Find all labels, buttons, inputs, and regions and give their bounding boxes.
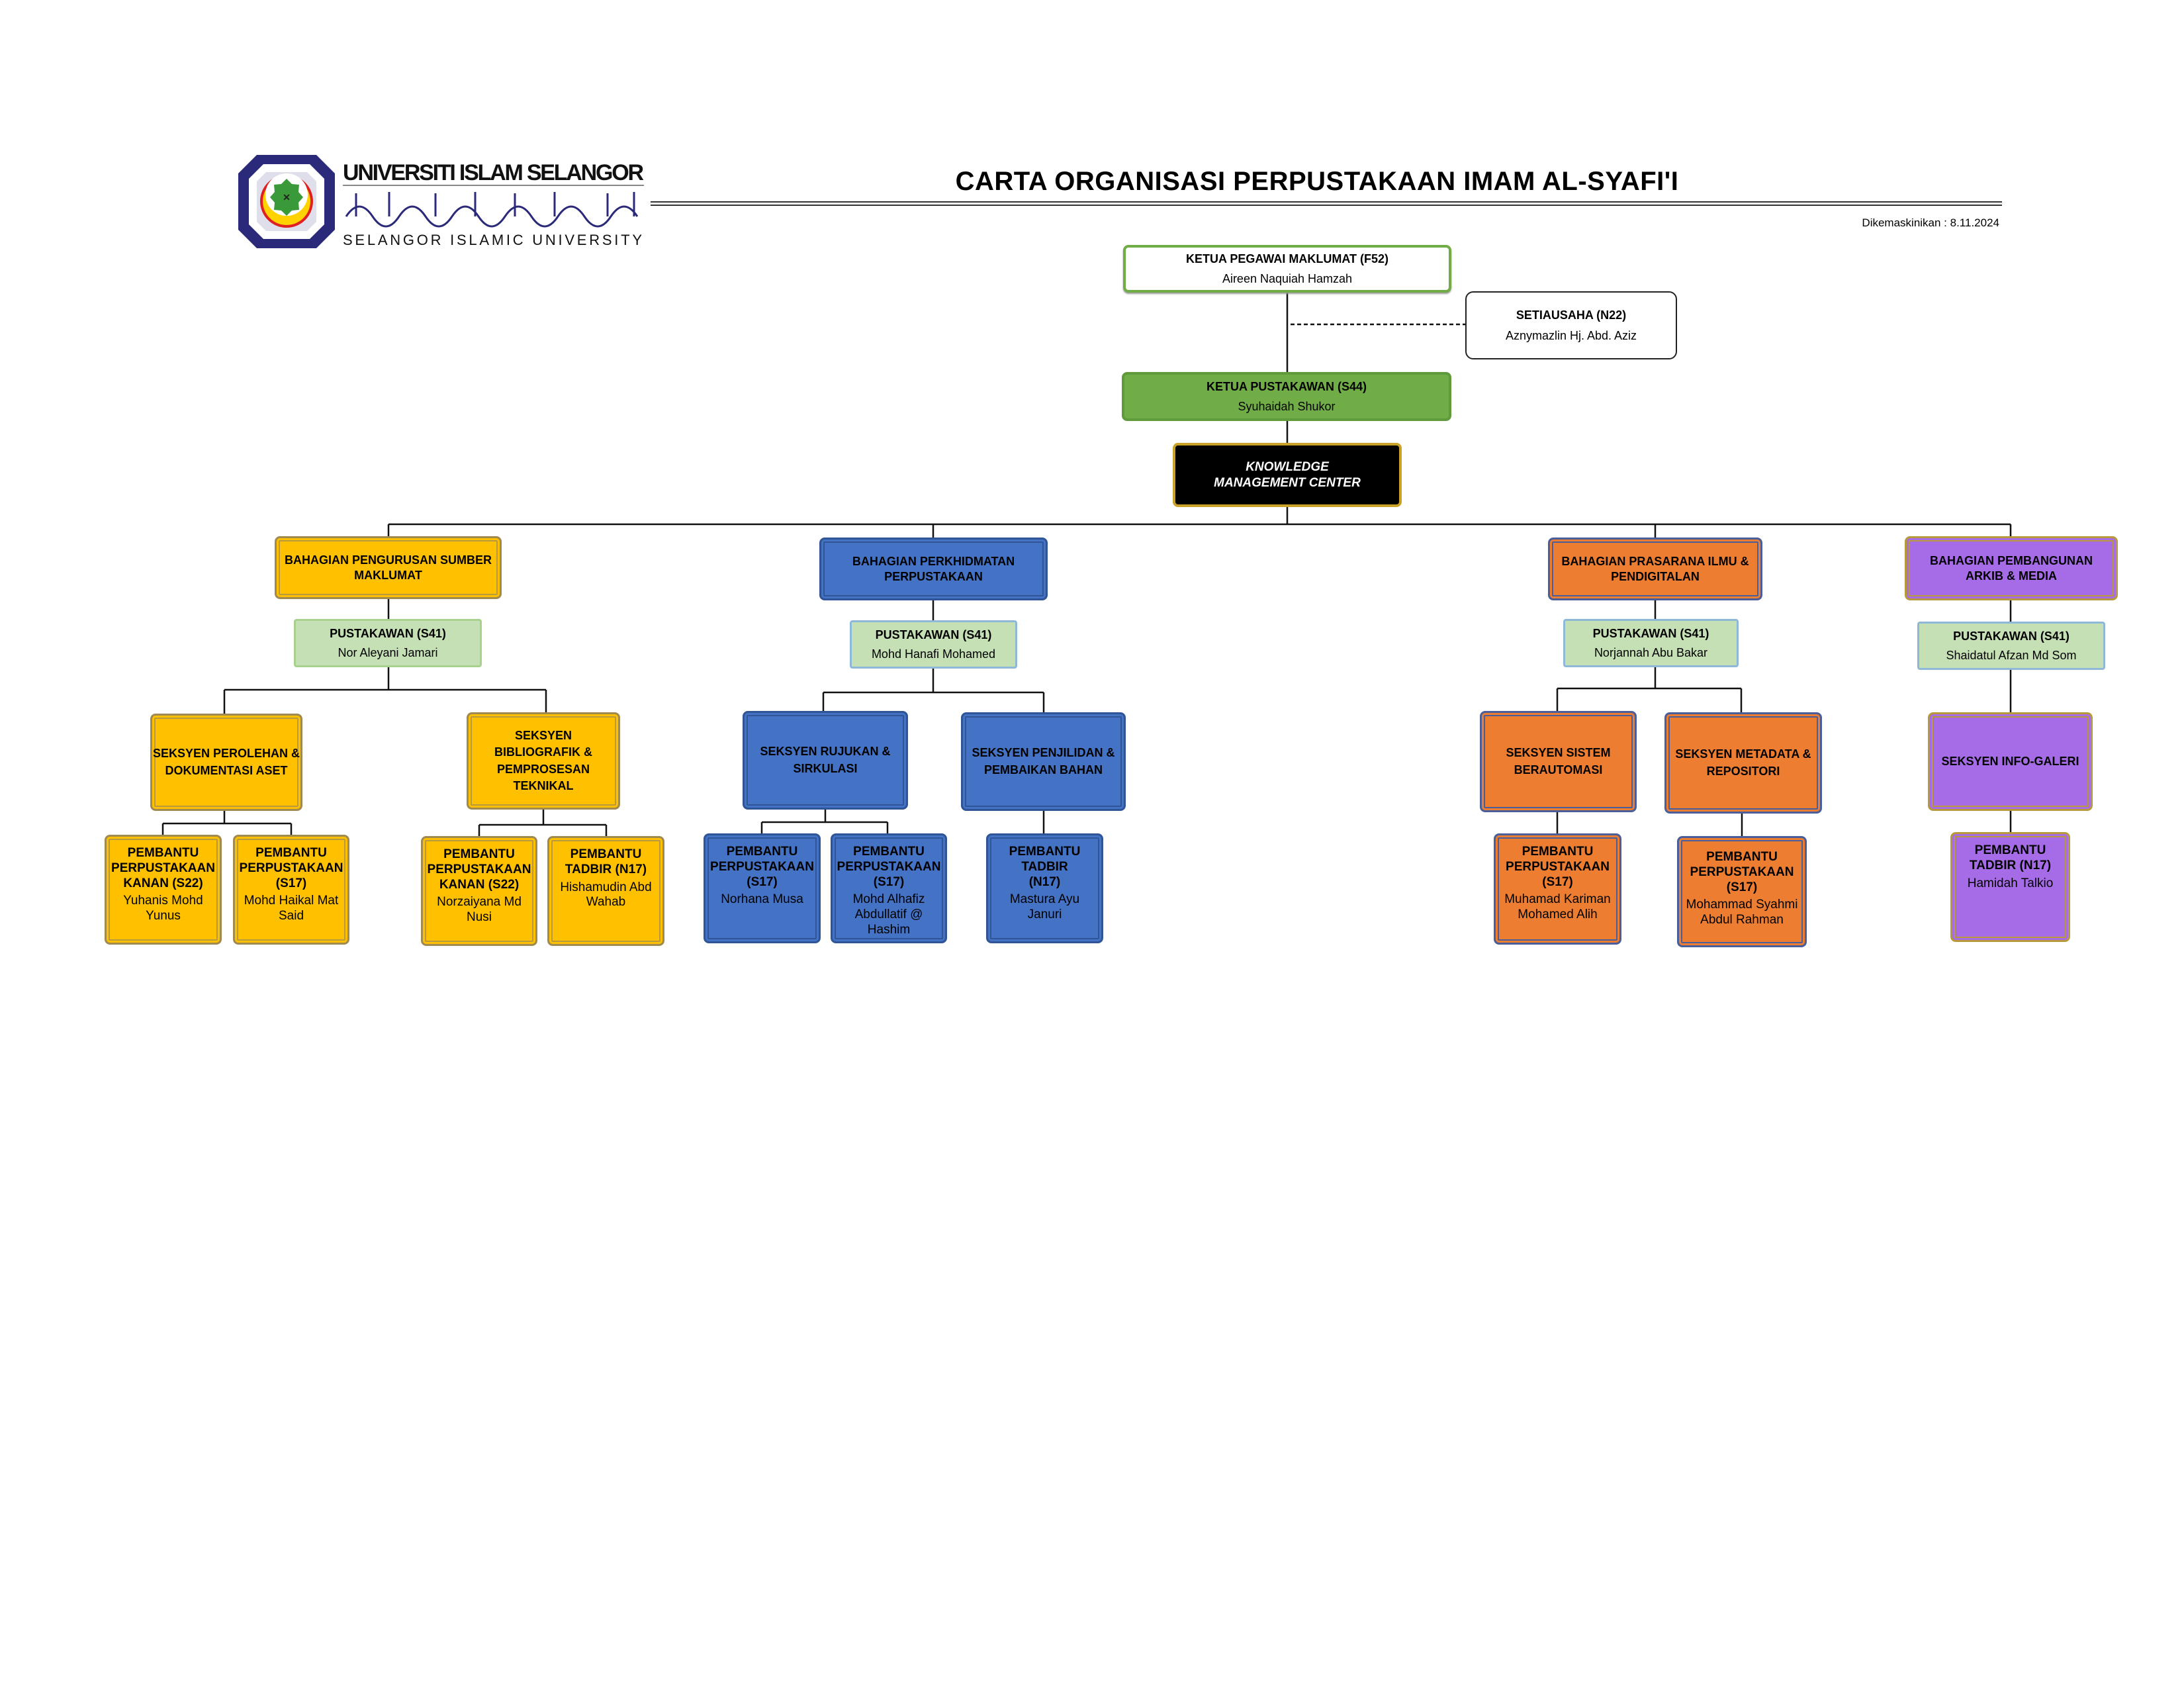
node-title: PUSTAKAWAN (S41) xyxy=(1953,630,2070,643)
node-name: Hishamudin Abd Wahab xyxy=(560,880,652,910)
staff-node[interactable]: PEMBANTU PERPUSTAKAAN (S17) Norhana Musa xyxy=(704,833,821,943)
staff-node[interactable]: PEMBANTU TADBIR (N17)Mastura Ayu Januri xyxy=(986,833,1103,943)
division-pengurusan-sumber[interactable]: BAHAGIAN PENGURUSAN SUMBER MAKLUMAT xyxy=(275,536,502,599)
node-title: BAHAGIAN PENGURUSAN SUMBER MAKLUMAT xyxy=(284,553,492,582)
node-name: Mohd Hanafi Mohamed xyxy=(871,647,996,661)
node-title: PEMBANTU PERPUSTAKAAN (S17) xyxy=(1690,850,1794,894)
node-title: SEKSYEN PENJILIDAN & PEMBAIKAN BAHAN xyxy=(972,746,1115,776)
node-name: Norjannah Abu Bakar xyxy=(1594,645,1708,659)
university-logo: ✕ UNIVERSITI ISLAM SELANGOR SELANGOR ISL… xyxy=(237,154,647,250)
title-divider xyxy=(651,201,2002,206)
node-knowledge-management-center[interactable]: KNOWLEDGE MANAGEMENT CENTER xyxy=(1173,443,1402,507)
node-title: KETUA PEGAWAI MAKLUMAT (F52) xyxy=(1186,252,1388,265)
node-name: Shaidatul Afzan Md Som xyxy=(1946,648,2077,662)
node-title: PEMBANTU TADBIR (N17) xyxy=(1009,845,1081,889)
node-title: BAHAGIAN PEMBANGUNAN ARKIB & MEDIA xyxy=(1930,554,2093,583)
node-title: SEKSYEN INFO-GALERI xyxy=(1941,754,2079,768)
logo-name-en: SELANGOR ISLAMIC UNIVERSITY xyxy=(343,232,644,248)
staff-node[interactable]: PEMBANTU PERPUSTAKAAN (S17) Mohammad Syah… xyxy=(1677,836,1807,947)
node-name: Aznymazlin Hj. Abd. Aziz xyxy=(1505,328,1637,342)
node-title: KNOWLEDGE MANAGEMENT CENTER xyxy=(1214,459,1361,490)
node-title: PEMBANTU PERPUSTAKAAN KANAN (S22) xyxy=(427,847,531,892)
node-title: KETUA PUSTAKAWAN (S44) xyxy=(1206,379,1367,393)
division-pembangunan-arkib[interactable]: BAHAGIAN PEMBANGUNAN ARKIB & MEDIA xyxy=(1905,536,2118,600)
node-title: PEMBANTU PERPUSTAKAAN (S17) xyxy=(1506,845,1610,889)
staff-node[interactable]: PEMBANTU TADBIR (N17) Hamidah Talkio xyxy=(1950,832,2070,942)
section-bibliografik[interactable]: SEKSYEN BIBLIOGRAFIK & PEMPROSESAN TEKNI… xyxy=(467,712,620,810)
node-pustakawan[interactable]: PUSTAKAWAN (S41) Norjannah Abu Bakar xyxy=(1563,619,1739,667)
staff-node[interactable]: PEMBANTU PERPUSTAKAAN (S17)Mohd Alhafiz … xyxy=(831,833,947,943)
section-sistem-berautomasi[interactable]: SEKSYEN SISTEM BERAUTOMASI xyxy=(1480,711,1637,812)
page-title: CARTA ORGANISASI PERPUSTAKAAN IMAM AL-SY… xyxy=(955,167,1679,196)
node-title: PUSTAKAWAN (S41) xyxy=(330,627,446,640)
node-title: SEKSYEN BIBLIOGRAFIK & PEMPROSESAN TEKNI… xyxy=(494,729,592,792)
node-title: PUSTAKAWAN (S41) xyxy=(1592,627,1709,640)
staff-node[interactable]: PEMBANTU PERPUSTAKAAN (S17) Mohd Haikal M… xyxy=(233,835,349,945)
section-metadata[interactable]: SEKSYEN METADATA & REPOSITORI xyxy=(1664,712,1822,814)
node-title: SEKSYEN METADATA & REPOSITORI xyxy=(1675,747,1811,778)
node-title: PEMBANTU PERPUSTAKAAN (S17) xyxy=(837,845,941,889)
staff-node[interactable]: PEMBANTU PERPUSTAKAAN (S17)Muhamad Karim… xyxy=(1494,833,1621,945)
node-setiausaha[interactable]: SETIAUSAHA (N22) Aznymazlin Hj. Abd. Azi… xyxy=(1465,291,1677,359)
staff-node[interactable]: PEMBANTU PERPUSTAKAAN KANAN (S22) Yuhanis… xyxy=(105,835,222,945)
node-pustakawan[interactable]: PUSTAKAWAN (S41) Shaidatul Afzan Md Som xyxy=(1917,622,2105,670)
node-pustakawan[interactable]: PUSTAKAWAN (S41) Mohd Hanafi Mohamed xyxy=(850,620,1017,669)
updated-date: Dikemaskinikan : 8.11.2024 xyxy=(1862,216,1999,229)
node-title: PEMBANTU TADBIR (N17) xyxy=(565,847,647,876)
staff-node[interactable]: PEMBANTU PERPUSTAKAAN KANAN (S22)Norzaiy… xyxy=(421,836,537,946)
node-name: Mohd Alhafiz Abdullatif @ Hashim xyxy=(852,892,925,937)
node-title: PUSTAKAWAN (S41) xyxy=(875,628,992,641)
node-pustakawan[interactable]: PUSTAKAWAN (S41) Nor Aleyani Jamari xyxy=(294,619,482,667)
division-perkhidmatan[interactable]: BAHAGIAN PERKHIDMATAN PERPUSTAKAAN xyxy=(819,538,1048,600)
node-name: Mohammad Syahmi Abdul Rahman xyxy=(1686,898,1798,927)
node-name: Hamidah Talkio xyxy=(1967,876,2054,890)
node-title: PEMBANTU PERPUSTAKAAN (S17) xyxy=(239,846,343,890)
node-name: Norhana Musa xyxy=(721,892,803,907)
node-name: Norzaiyana Md Nusi xyxy=(437,895,522,925)
division-prasarana[interactable]: BAHAGIAN PRASARANA ILMU & PENDIGITALAN xyxy=(1548,538,1762,600)
node-name: Yuhanis Mohd Yunus xyxy=(123,894,203,923)
node-name: Syuhaidah Shukor xyxy=(1238,400,1336,413)
node-ketua-pustakawan[interactable]: KETUA PUSTAKAWAN (S44) Syuhaidah Shukor xyxy=(1122,372,1451,421)
node-title: PEMBANTU PERPUSTAKAAN KANAN (S22) xyxy=(111,846,215,890)
node-name: Aireen Naquiah Hamzah xyxy=(1222,272,1353,285)
node-title: BAHAGIAN PERKHIDMATAN PERPUSTAKAAN xyxy=(852,555,1015,583)
section-penjilidan[interactable]: SEKSYEN PENJILIDAN & PEMBAIKAN BAHAN xyxy=(961,712,1126,811)
node-title: SETIAUSAHA (N22) xyxy=(1516,308,1627,322)
node-title: PEMBANTU TADBIR (N17) xyxy=(1969,843,2052,872)
staff-node[interactable]: PEMBANTU TADBIR (N17) Hishamudin Abd Waha… xyxy=(547,836,664,946)
node-name: Nor Aleyani Jamari xyxy=(338,645,438,659)
section-info-galeri[interactable]: SEKSYEN INFO-GALERI xyxy=(1928,712,2093,811)
section-perolehan[interactable]: SEKSYEN PEROLEHAN & DOKUMENTASI ASET xyxy=(150,714,302,811)
node-title: BAHAGIAN PRASARANA ILMU & PENDIGITALAN xyxy=(1561,555,1749,583)
node-title: PEMBANTU PERPUSTAKAAN (S17) xyxy=(710,845,814,889)
node-name: Mohd Haikal Mat Said xyxy=(244,894,339,923)
logo-name-ms: UNIVERSITI ISLAM SELANGOR xyxy=(343,160,644,185)
section-rujukan[interactable]: SEKSYEN RUJUKAN & SIRKULASI xyxy=(743,711,908,810)
node-title: SEKSYEN RUJUKAN & SIRKULASI xyxy=(760,745,891,775)
node-ketua-pegawai-maklumat[interactable]: KETUA PEGAWAI MAKLUMAT (F52) Aireen Naqu… xyxy=(1123,245,1451,293)
node-title: SEKSYEN PEROLEHAN & DOKUMENTASI ASET xyxy=(152,747,300,777)
node-name: Mastura Ayu Januri xyxy=(1009,892,1080,922)
node-name: Muhamad Kariman Mohamed Alih xyxy=(1504,892,1611,922)
svg-text:✕: ✕ xyxy=(283,192,291,203)
node-title: SEKSYEN SISTEM BERAUTOMASI xyxy=(1506,746,1611,776)
